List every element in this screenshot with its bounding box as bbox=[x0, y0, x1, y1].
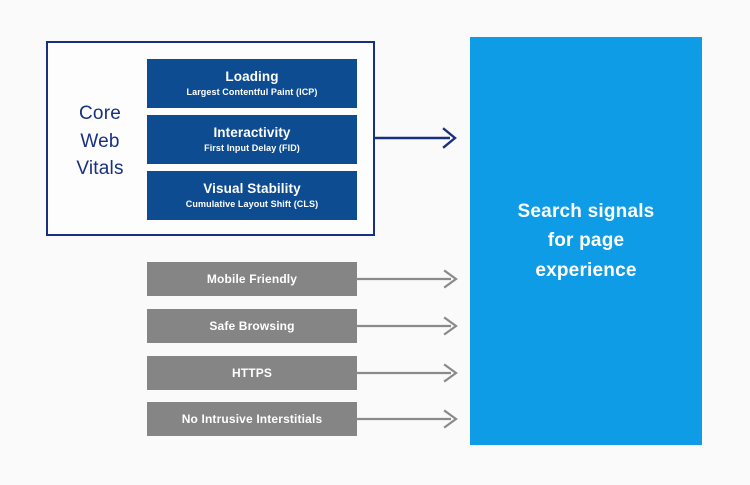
vital-title-interactivity: Interactivity bbox=[213, 124, 291, 140]
signal-bar-https[interactable]: HTTPS bbox=[147, 356, 357, 390]
vital-subtitle-interactivity: First Input Delay (FID) bbox=[204, 143, 300, 154]
search-signals-text: Search signals for page experience bbox=[517, 200, 655, 281]
arrow-core-web-vitals bbox=[374, 127, 457, 149]
signal-bar-mobile-friendly[interactable]: Mobile Friendly bbox=[147, 262, 357, 296]
core-web-vitals-label: Core Web Vitals bbox=[76, 103, 124, 180]
vital-title-visual-stability: Visual Stability bbox=[203, 180, 301, 196]
vital-title-loading: Loading bbox=[225, 68, 279, 84]
arrow-no-intrusive-interstitials bbox=[356, 409, 458, 429]
search-signals-panel: Search signals for page experience bbox=[470, 37, 702, 445]
arrow-safe-browsing bbox=[356, 316, 458, 336]
arrow-https bbox=[356, 363, 458, 383]
vital-subtitle-visual-stability: Cumulative Layout Shift (CLS) bbox=[185, 199, 319, 210]
vital-box-loading[interactable]: Loading Largest Contentful Paint (ICP) bbox=[147, 59, 357, 108]
vital-box-interactivity[interactable]: Interactivity First Input Delay (FID) bbox=[147, 115, 357, 164]
signal-bar-safe-browsing[interactable]: Safe Browsing bbox=[147, 309, 357, 343]
vital-subtitle-loading: Largest Contentful Paint (ICP) bbox=[186, 87, 318, 98]
arrow-mobile-friendly bbox=[356, 269, 458, 289]
vital-box-visual-stability[interactable]: Visual Stability Cumulative Layout Shift… bbox=[147, 171, 357, 220]
signal-bar-no-intrusive-interstitials[interactable]: No Intrusive Interstitials bbox=[147, 402, 357, 436]
